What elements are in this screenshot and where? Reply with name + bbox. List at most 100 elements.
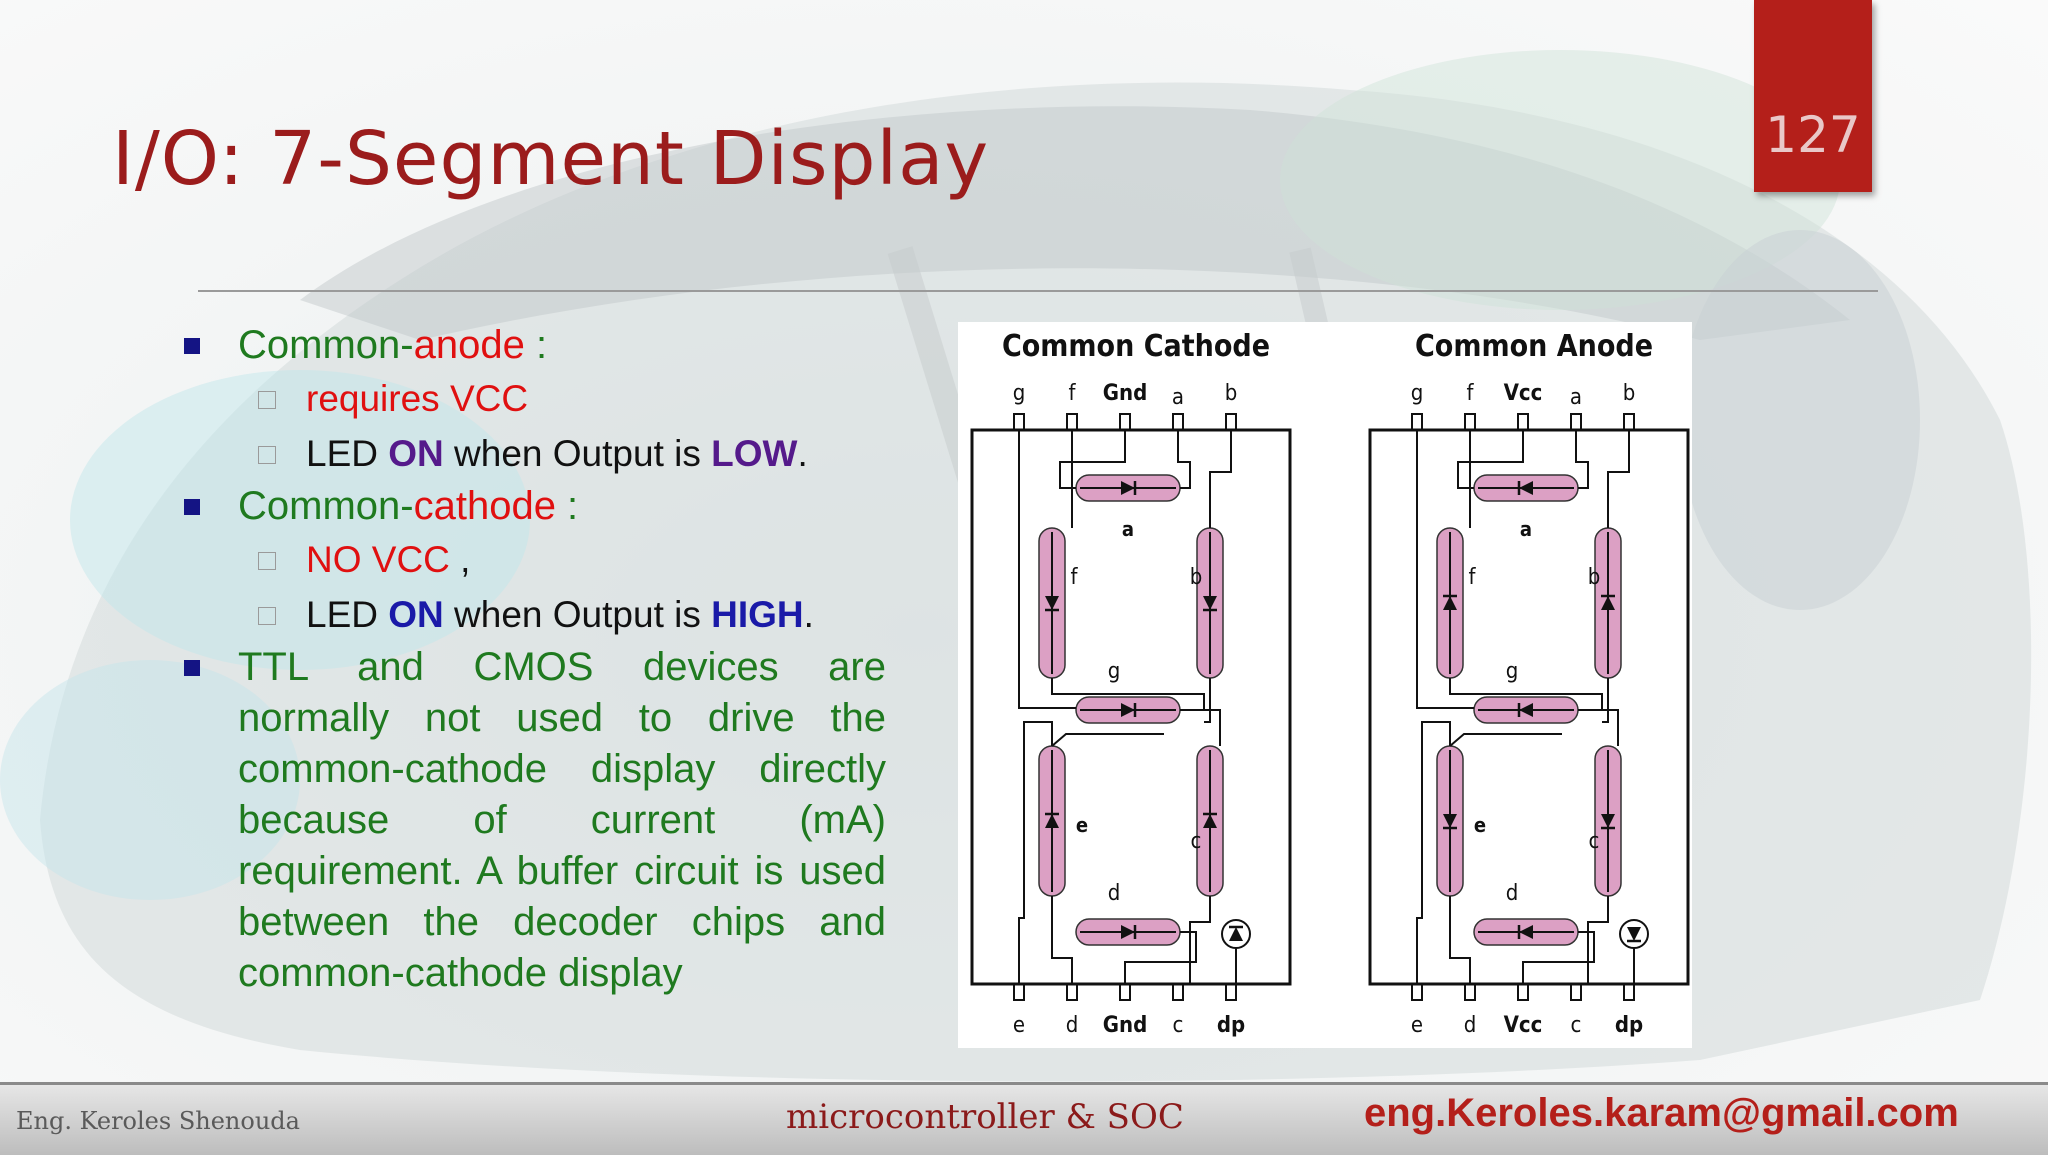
bullet-list: Common-anode : requires VCC LED ON when … (176, 320, 886, 999)
sub-bullet-text: . (797, 433, 808, 474)
sub-bullet-requires-vcc: requires VCC (176, 371, 886, 426)
pin-bottom (1066, 983, 1078, 1001)
slide-title: I/O: 7-Segment Display (112, 116, 990, 202)
sub-bullet-text: NO VCC (306, 539, 450, 580)
bottom-pin-label: e (1013, 1013, 1025, 1038)
diode-icon (1229, 927, 1243, 941)
diode-icon (1443, 814, 1457, 828)
segment-label-f: f (1071, 565, 1079, 590)
wire (1051, 896, 1073, 984)
diode-icon (1203, 814, 1217, 828)
segment-label-d: d (1506, 881, 1519, 906)
bullet-suffix: : (524, 323, 548, 367)
bottom-pin-label: c (1173, 1013, 1184, 1038)
pin-top (1119, 413, 1131, 431)
sub-bullet-led-on-high: LED ON when Output is HIGH. (176, 587, 886, 642)
wire (1204, 678, 1211, 723)
pin-bottom (1225, 983, 1237, 1001)
footer-email[interactable]: eng.Keroles.karam@gmail.com (1364, 1091, 1959, 1135)
diode-icon (1519, 481, 1533, 495)
sub-bullet-text: LED (306, 433, 389, 474)
top-pin-label: Gnd (1103, 381, 1148, 406)
segment-label-c: c (1589, 829, 1600, 854)
wire (1209, 430, 1232, 528)
sub-bullet-text: LED (306, 594, 389, 635)
wire (1018, 430, 1076, 709)
diode-icon (1601, 814, 1615, 828)
pin-bottom (1464, 983, 1476, 1001)
wire (1177, 430, 1191, 489)
top-pin-label: g (1411, 381, 1424, 406)
pin-top (1517, 413, 1529, 431)
pin-top (1411, 413, 1423, 431)
bullet-paragraph: TTL and CMOS devices are normally not us… (238, 645, 886, 995)
sub-bullet-text: when Output is (443, 594, 712, 635)
bullet-ttl-cmos: TTL and CMOS devices are normally not us… (176, 642, 886, 999)
panel-title: Common Anode (1415, 329, 1653, 364)
diode-icon (1203, 596, 1217, 610)
segment-label-e: e (1076, 813, 1088, 837)
bottom-pin-label: d (1066, 1013, 1079, 1038)
diode-icon (1519, 703, 1533, 717)
top-pin-label: b (1623, 381, 1636, 406)
bottom-pin-label: c (1571, 1013, 1582, 1038)
bottom-pin-label: e (1411, 1013, 1423, 1038)
pin-bottom (1411, 983, 1423, 1001)
bullet-highlight: anode (413, 323, 525, 367)
diode-icon (1443, 596, 1457, 610)
pin-bottom (1013, 983, 1025, 1001)
wire (1416, 721, 1451, 984)
bottom-pin-label: dp (1615, 1013, 1643, 1038)
pin-bottom (1623, 983, 1635, 1001)
top-pin-label: b (1225, 381, 1238, 406)
checkbox-bullet-icon (258, 552, 276, 570)
top-pin-label: a (1570, 385, 1582, 410)
checkbox-bullet-icon (258, 391, 276, 409)
wire (1575, 430, 1589, 489)
segment-label-a: a (1520, 517, 1532, 541)
diode-icon (1601, 596, 1615, 610)
bullet-square-icon (184, 499, 200, 515)
footer-bar: Eng. Keroles Shenouda microcontroller & … (0, 1082, 2048, 1155)
bullet-common-cathode: Common-cathode : (176, 481, 886, 532)
high-keyword: HIGH (711, 594, 804, 635)
sub-bullet-text: requires VCC (306, 378, 529, 419)
sub-bullet-text: when Output is (443, 433, 712, 474)
wire (1449, 896, 1471, 984)
segment-label-f: f (1469, 565, 1477, 590)
wire (1578, 709, 1619, 746)
wire (1449, 733, 1562, 747)
segment-label-e: e (1474, 813, 1486, 837)
segment-label-g: g (1108, 659, 1121, 684)
page-number: 127 (1765, 106, 1861, 164)
sub-bullet-text: . (803, 594, 814, 635)
sub-bullet-text: , (449, 539, 471, 580)
pin-top (1013, 413, 1025, 431)
bullet-highlight: cathode (413, 484, 556, 528)
bottom-pin-label: dp (1217, 1013, 1245, 1038)
segment-label-b: b (1190, 565, 1203, 590)
bullet-suffix: : (555, 484, 579, 528)
bullet-text: Common- (238, 323, 414, 367)
wire (1416, 430, 1474, 709)
pin-top (1570, 413, 1582, 431)
diode-icon (1627, 927, 1641, 941)
top-pin-label: f (1069, 381, 1077, 406)
pin-bottom (1172, 983, 1184, 1001)
bullet-square-icon (184, 338, 200, 354)
footer-author: Eng. Keroles Shenouda (16, 1107, 300, 1135)
on-keyword: ON (388, 594, 444, 635)
diode-icon (1045, 596, 1059, 610)
top-pin-label: a (1172, 385, 1184, 410)
on-keyword: ON (388, 433, 444, 474)
pin-top (1464, 413, 1476, 431)
pin-top (1225, 413, 1237, 431)
segment-label-a: a (1122, 517, 1134, 541)
package-outline (1368, 428, 1690, 986)
diode-icon (1045, 814, 1059, 828)
bullet-common-anode: Common-anode : (176, 320, 886, 371)
segment-label-b: b (1588, 565, 1601, 590)
